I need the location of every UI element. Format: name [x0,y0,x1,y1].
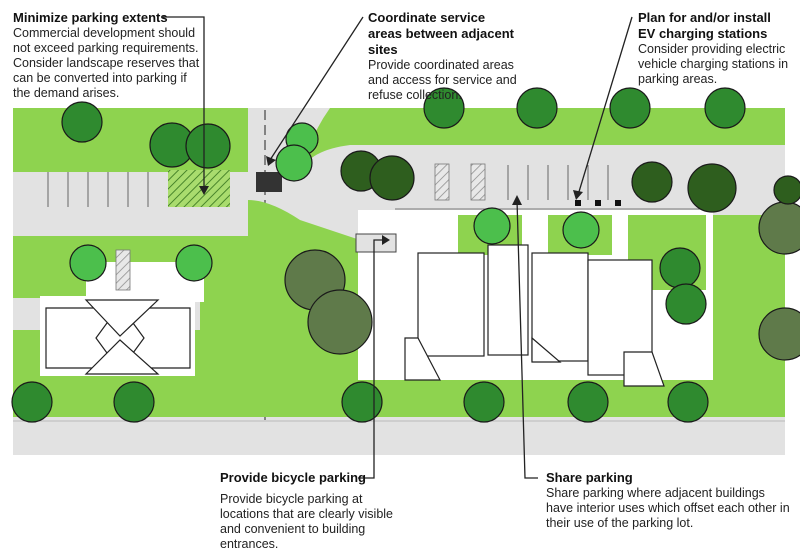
left-parking-stalls [47,172,149,207]
tree-icon [758,307,800,361]
landscape-reserve [168,170,230,207]
callout-title: Minimize parking extents [13,10,168,25]
tree-icon [61,101,103,143]
bike-rack-striped-2 [470,163,486,201]
tree-icon [609,87,651,129]
ev-charging-stations [575,200,621,206]
tree-icon [69,244,107,282]
tree-icon [185,123,231,169]
tree-icon [562,211,600,249]
tree-icon [704,87,746,129]
callout-body: Provide bicycle parking at locations tha… [220,492,393,551]
callout-minimize-parking: Minimize parking extents Commercial deve… [13,10,203,101]
left-building-east [120,307,191,369]
tree-icon [659,247,701,289]
tree-icon [369,155,415,201]
tree-icon [341,381,383,423]
bike-rack-striped-1 [434,163,450,201]
leader-lines [163,16,633,479]
tree-icon [473,207,511,245]
leader-arrows [199,156,583,245]
callout-body: Commercial development should not exceed… [13,26,200,100]
callout-title: Coordinate service areas between adjacen… [368,10,514,57]
tree-icon [275,144,313,182]
callout-bicycle-parking: Provide bicycle parking Provide bicycle … [220,470,415,552]
tree-icon [773,175,800,205]
tree-icon [113,381,155,423]
callout-coordinate-service: Coordinate service areas between adjacen… [368,10,518,103]
callout-ev-charging: Plan for and/or install EV charging stat… [638,10,790,87]
bike-rack-left [115,249,131,291]
service-area [256,172,282,192]
left-building-north [84,299,160,337]
bicycle-rack [355,233,397,253]
trees [11,87,800,423]
tree-icon [11,381,53,423]
tree-icon [687,163,737,213]
street-road [13,417,785,455]
callout-title: Plan for and/or install EV charging stat… [638,10,771,41]
tree-icon [423,87,465,129]
callout-title: Provide bicycle parking [220,470,366,485]
callout-body: Provide coordinated areas and access for… [368,58,517,102]
tree-icon [567,381,609,423]
right-parking-stalls [507,165,609,200]
callout-share-parking: Share parking Share parking where adjace… [546,470,791,531]
tree-icon [665,283,707,325]
callout-body: Share parking where adjacent buildings h… [546,486,790,530]
tree-icon [175,244,213,282]
callout-body: Consider providing electric vehicle char… [638,42,789,86]
tree-icon [667,381,709,423]
tree-icon [307,289,373,355]
left-building-south [84,339,160,375]
tree-icon [516,87,558,129]
tree-icon [631,161,673,203]
tree-icon [463,381,505,423]
callout-title: Share parking [546,470,633,485]
